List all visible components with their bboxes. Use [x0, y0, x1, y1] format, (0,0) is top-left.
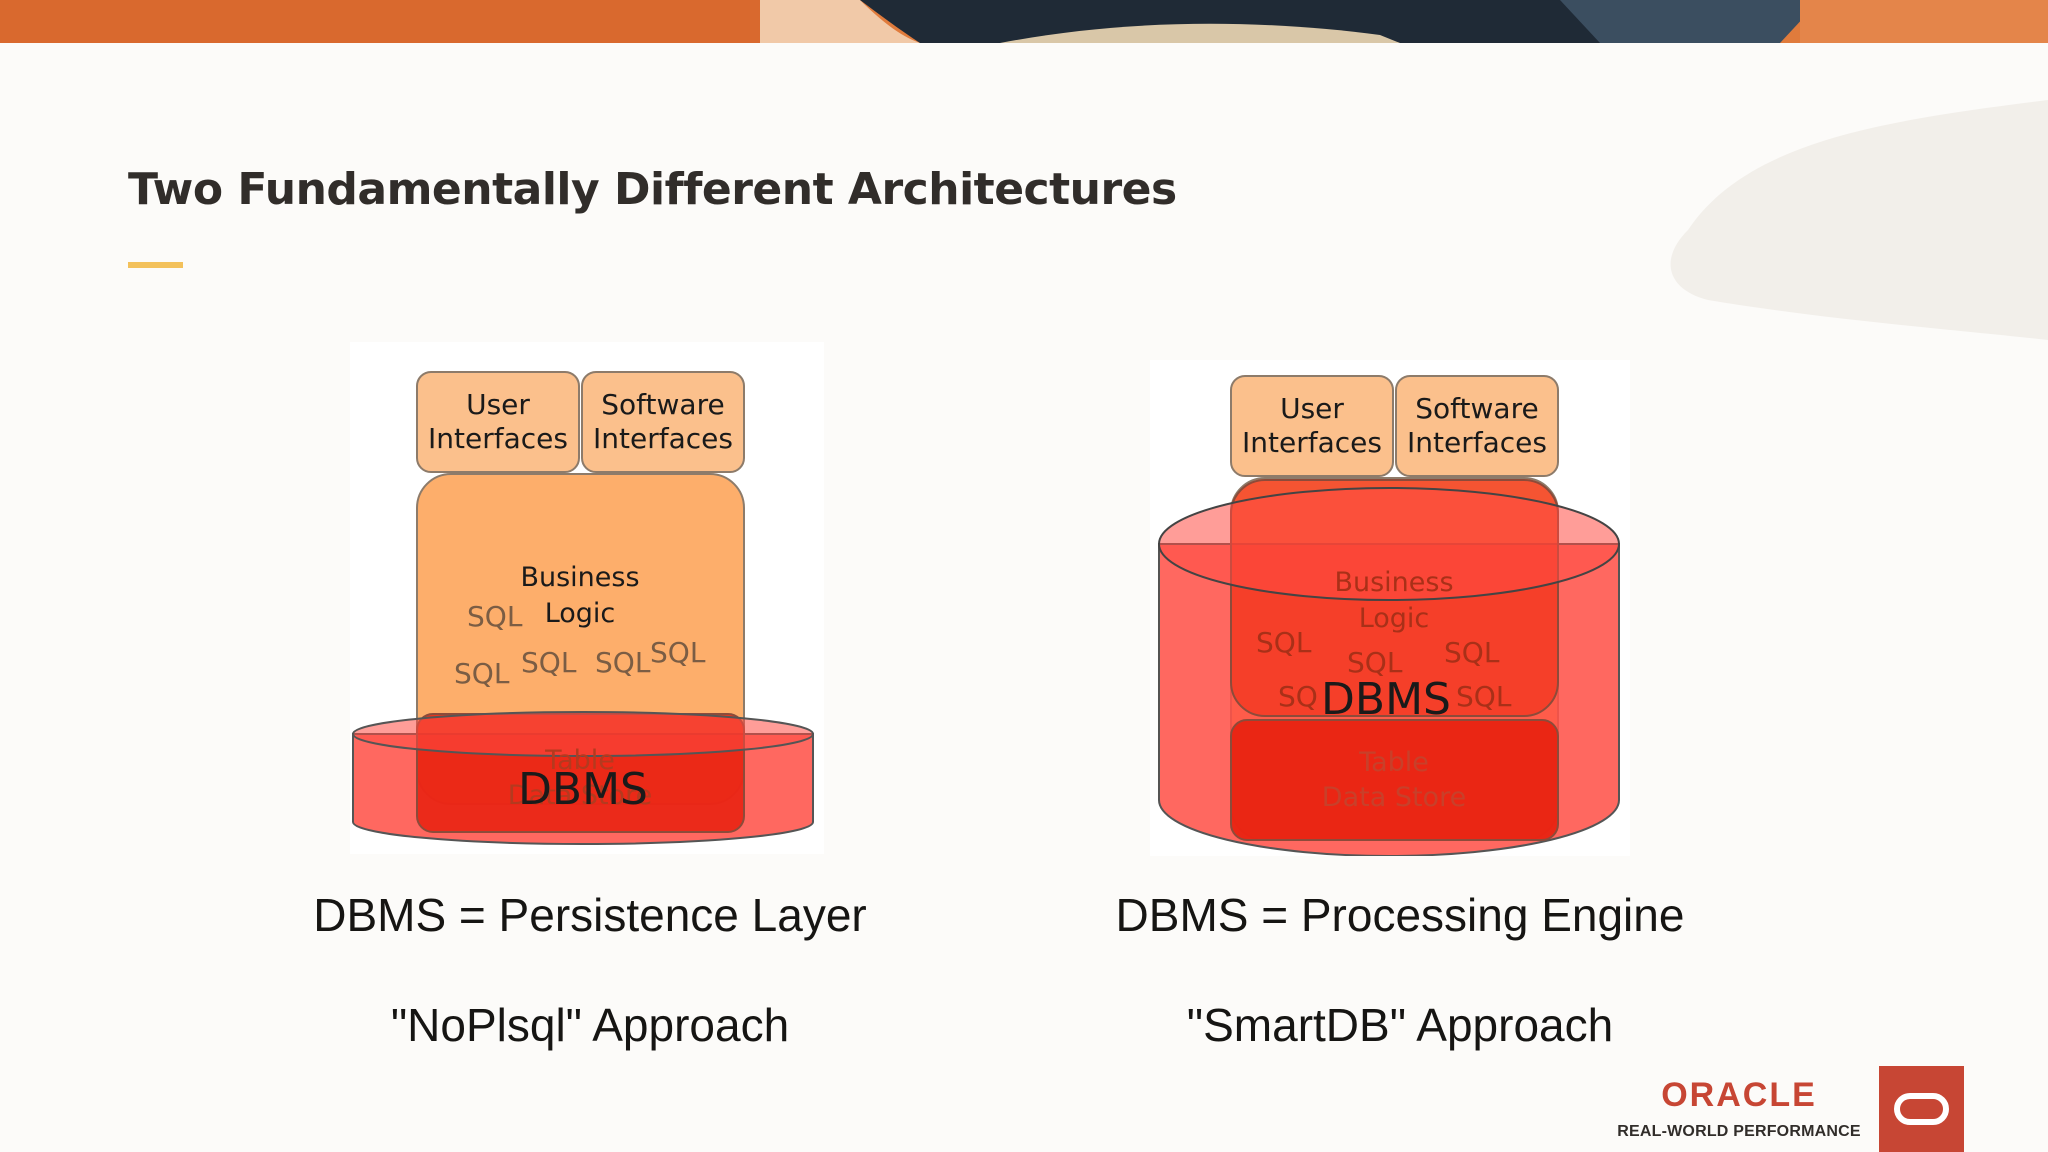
- noplsql-approach-caption: "NoPlsql" Approach: [390, 999, 790, 1051]
- table-label: Table: [1358, 747, 1429, 778]
- data-store-label: Data Store: [508, 780, 652, 811]
- processing-engine-diagram: User Interfaces Software Interfaces Busi…: [1150, 360, 1630, 856]
- business-label: Business: [520, 562, 639, 593]
- software-label-line2: Interfaces: [593, 422, 733, 455]
- sql-label: SQ: [1278, 680, 1318, 713]
- sql-label: SQL: [1444, 636, 1500, 669]
- software-label-line1: Software: [1415, 392, 1538, 425]
- logic-label: Logic: [545, 598, 616, 629]
- sql-label: SQL: [1256, 626, 1312, 659]
- sql-label: SQL: [467, 600, 523, 633]
- oracle-logo-icon: [1879, 1066, 1964, 1152]
- top-banner: [0, 0, 2048, 43]
- dbms-label: DBMS: [1321, 674, 1451, 725]
- sql-label: SQL: [1456, 680, 1512, 713]
- logic-label: Logic: [1359, 603, 1430, 634]
- table-label: Table: [544, 745, 615, 776]
- table-data-store-box: [1230, 719, 1559, 841]
- software-interfaces-box: [1395, 375, 1559, 477]
- sql-label: SQL: [650, 636, 706, 669]
- user-label-line1: User: [1280, 392, 1344, 425]
- sql-label: SQL: [454, 657, 510, 690]
- slide-title: Two Fundamentally Different Architecture…: [128, 164, 1177, 215]
- business-label: Business: [1334, 567, 1453, 598]
- background-texture: [1628, 80, 2048, 340]
- software-label-line1: Software: [601, 388, 724, 421]
- persistence-layer-caption: DBMS = Persistence Layer: [313, 889, 867, 941]
- software-interfaces-box: [581, 371, 745, 473]
- processing-engine-caption: DBMS = Processing Engine: [1115, 889, 1685, 941]
- user-label-line1: User: [466, 388, 530, 421]
- dbms-label: DBMS: [518, 764, 648, 815]
- brand-text: ORACLE REAL-WORLD PERFORMANCE: [1612, 1066, 1866, 1141]
- title-accent-bar: [128, 262, 183, 268]
- user-interfaces-box: [416, 371, 580, 473]
- data-store-label: Data Store: [1322, 782, 1466, 813]
- sql-label: SQL: [1347, 646, 1403, 679]
- sql-label: SQL: [595, 646, 651, 679]
- user-label-line2: Interfaces: [428, 422, 568, 455]
- user-interfaces-box: [1230, 375, 1394, 477]
- dbms-cylinder-top: [352, 711, 814, 757]
- dbms-cylinder-top: [1158, 487, 1620, 601]
- brand-name: ORACLE: [1661, 1076, 1817, 1114]
- persistence-layer-diagram: User Interfaces Software Interfaces Busi…: [350, 342, 824, 854]
- software-label-line2: Interfaces: [1407, 426, 1547, 459]
- sql-label: SQL: [521, 646, 577, 679]
- smartdb-approach-caption: "SmartDB" Approach: [1186, 999, 1614, 1051]
- user-label-line2: Interfaces: [1242, 426, 1382, 459]
- oracle-brand: ORACLE REAL-WORLD PERFORMANCE: [1612, 1066, 2042, 1152]
- brand-tagline: REAL-WORLD PERFORMANCE: [1617, 1123, 1861, 1140]
